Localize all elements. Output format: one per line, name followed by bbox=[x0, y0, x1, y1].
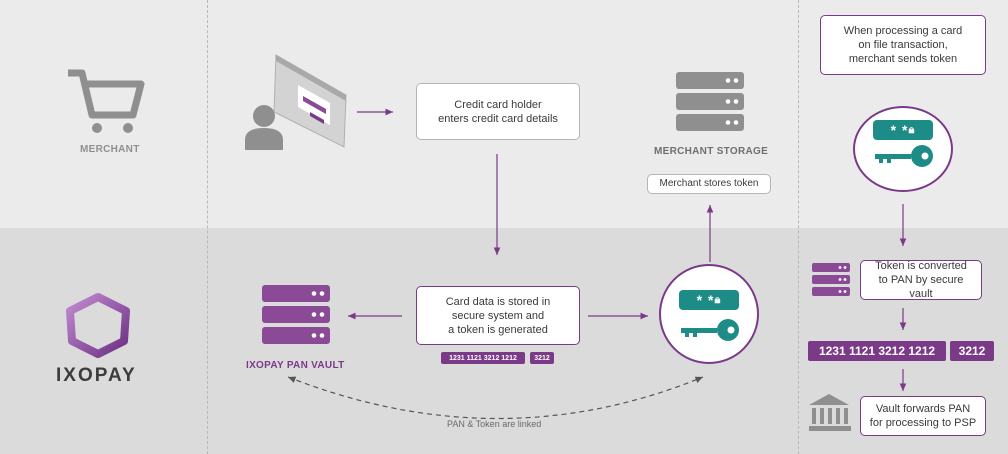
linked-label: PAN & Token are linked bbox=[447, 419, 542, 429]
user-icon bbox=[245, 105, 283, 150]
browser-window-icon bbox=[273, 54, 347, 148]
processing-step-box: When processing a card on file transacti… bbox=[820, 15, 986, 75]
merchant-storage-label: MERCHANT STORAGE bbox=[654, 146, 769, 157]
cardholder-step-box: Credit card holder enters credit card de… bbox=[416, 83, 580, 140]
token-circle: * * 🔒︎ bbox=[659, 264, 759, 364]
lane-divider-right bbox=[798, 0, 799, 454]
card-suffix-pill-small: 3212 bbox=[530, 352, 554, 364]
lock-icon-right: 🔒︎ bbox=[908, 123, 916, 136]
key-icon-right bbox=[875, 145, 933, 167]
vault-forwards-step-box: Vault forwards PAN for processing to PSP bbox=[860, 396, 986, 436]
pan-vault-server-icon bbox=[262, 285, 330, 344]
key-icon bbox=[681, 319, 739, 341]
card-suffix-pill: 3212 bbox=[950, 341, 994, 361]
token-glyphs-right: * * bbox=[890, 122, 909, 138]
merchant-storage-server-icon bbox=[676, 72, 744, 131]
shopping-cart-icon bbox=[68, 69, 145, 133]
card-number-pill-small: 1231 1121 3212 1212 bbox=[441, 352, 525, 364]
lock-icon: 🔒︎ bbox=[714, 293, 722, 306]
secure-vault-server-icon bbox=[812, 263, 850, 296]
pan-vault-label: IXOPAY PAN VAULT bbox=[246, 360, 345, 371]
card-stored-step-box: Card data is stored in secure system and… bbox=[416, 286, 580, 345]
card-number-pill: 1231 1121 3212 1212 bbox=[808, 341, 946, 361]
linked-dashed-arc bbox=[287, 376, 704, 420]
token-converted-step-box: Token is converted to PAN by secure vaul… bbox=[860, 260, 982, 300]
token-glyphs: * * bbox=[696, 292, 715, 308]
token-pin-icon-right: * * 🔒︎ bbox=[873, 120, 933, 140]
token-circle-right: * * 🔒︎ bbox=[853, 106, 953, 192]
lane-divider-left bbox=[207, 0, 208, 454]
ixopay-logo-icon bbox=[66, 293, 130, 358]
bank-icon bbox=[809, 394, 851, 431]
token-pin-icon: * * 🔒︎ bbox=[679, 290, 739, 310]
merchant-lane-label: MERCHANT bbox=[80, 144, 140, 155]
ixopay-brand-name: IXOPAY bbox=[56, 365, 137, 386]
merchant-stores-token-box: Merchant stores token bbox=[647, 174, 771, 194]
